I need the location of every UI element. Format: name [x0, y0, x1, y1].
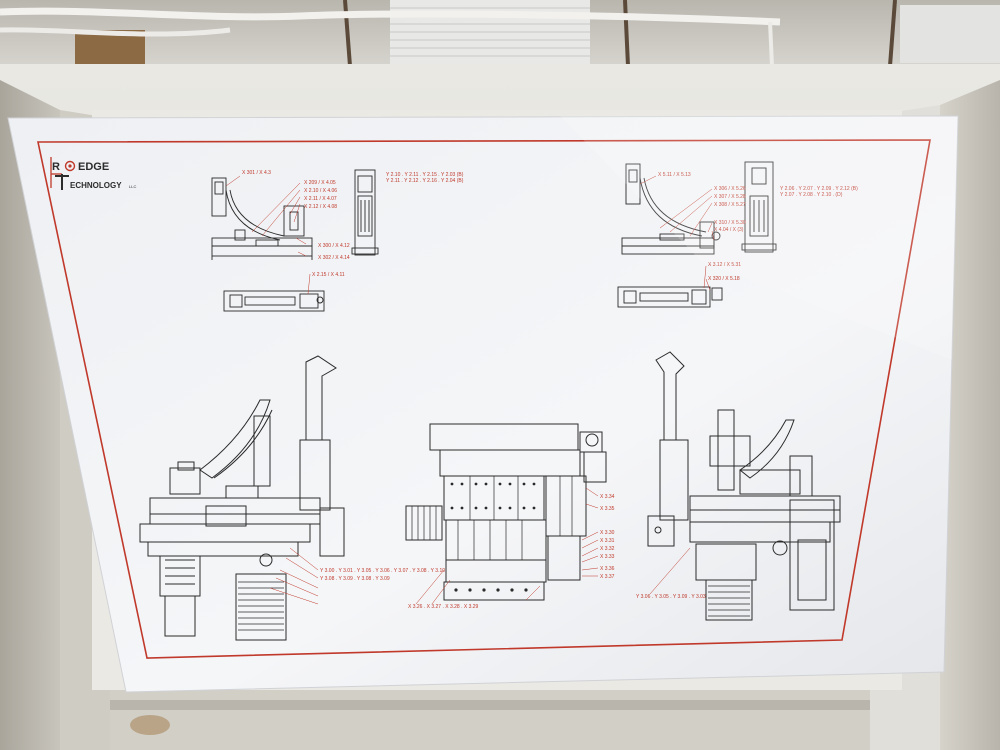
drawing-bottom-left-machine — [139, 355, 345, 641]
callout-label: X 308 / X 5.27 — [714, 202, 746, 208]
callout-label: X 5.11 / X 5.13 — [658, 172, 691, 178]
rust-stain — [130, 715, 170, 735]
callout-label: X 3.26 . X 3.27 . X 3.28 . X 3.29 — [408, 604, 479, 610]
callout-label: X 3.31 — [600, 538, 615, 544]
drawing-top-left-plan — [223, 290, 325, 312]
callout-label: Y 2.10 . Y 2.11 . Y 2.15 . Y 2.03 (B) — [386, 172, 464, 178]
callout-label: Y 3.06 . Y 3.05 . Y 3.09 . Y 3.03 — [636, 594, 706, 600]
callout-label: X 310 / X 5.30 — [714, 220, 746, 226]
brand-suffix-llc: LLC — [129, 184, 136, 189]
callout-label: X 3.35 — [600, 506, 615, 512]
callout-label: X 2.12 / X 4.08 — [304, 204, 337, 210]
conduit-drop — [768, 21, 774, 67]
callout-label: X 307 / X 5.28 — [714, 194, 746, 200]
callout-label: Y 3.08 . Y 3.09 . Y 3.08 . Y 3.09 — [320, 576, 390, 582]
callout-label: X 2.11 / X 4.07 — [304, 196, 337, 202]
drawing-top-right-side — [621, 163, 721, 255]
leader-lines-top-left — [225, 175, 311, 295]
drawing-top-right-end — [741, 161, 777, 253]
callout-label: Y 2.06 . Y 2.07 . Y 2.09 . Y 2.12 (B) — [780, 186, 858, 192]
callout-label: X 3.12 / X 5.31 — [708, 262, 741, 268]
callout-label: X 3.37 — [600, 574, 615, 580]
callout-label: X 3.34 — [600, 494, 615, 500]
conduit-pipe-2 — [0, 27, 231, 37]
bolt-pattern — [450, 482, 536, 592]
steel-beams — [343, 0, 897, 67]
leader-lines-bottom-left — [269, 547, 319, 605]
poster-board — [7, 115, 959, 693]
cabinet-floor — [110, 690, 870, 750]
gear-icon — [64, 160, 76, 172]
callout-label: Y 2.07 . Y 2.08 . Y 2.10 . (D) — [780, 192, 843, 198]
floor-edge — [110, 700, 870, 710]
window-right — [900, 5, 1000, 63]
callout-label: X 3.30 — [600, 530, 615, 536]
callout-label: X 300 / X 4.12 — [318, 243, 350, 249]
callout-label: X 3.36 — [600, 566, 615, 572]
callout-label: X 2.15 / X 4.11 — [312, 272, 345, 278]
callout-label: X 301 / X 4.3 — [242, 170, 271, 176]
callout-label: X 209 / X 4.05 — [304, 180, 336, 186]
drawing-bottom-right-machine — [647, 351, 841, 621]
brand-word-edge: EDGE — [78, 161, 109, 173]
callout-label: Y 3.00 . Y 3.01 . Y 3.05 . Y 3.06 . Y 3.… — [320, 568, 445, 574]
conveyor-slats-left — [238, 581, 284, 631]
callout-label: X 306 / X 5.26 — [714, 186, 746, 192]
callout-label: Y 2.11 . Y 2.12 . Y 2.16 . Y 2.04 (B) — [386, 178, 464, 184]
leader-lines-bottom-center — [415, 487, 599, 605]
leader-lines-top-right — [639, 175, 715, 291]
center-machine-details — [411, 476, 573, 560]
callout-label: X 4.04 / X (3) — [714, 227, 744, 233]
brand-letter-r: R — [52, 161, 60, 173]
leader-lines-bottom-right — [649, 547, 691, 595]
callout-label: X 302 / X 4.14 — [318, 255, 350, 261]
callout-label: X 3.32 — [600, 546, 615, 552]
callout-label: X 2.10 / X 4.06 — [304, 188, 337, 194]
conveyor-slats-right — [708, 585, 750, 617]
conduit-pipe — [0, 7, 781, 26]
drawing-top-right-plan — [617, 286, 723, 308]
callout-label: X 320 / X 5.18 — [708, 276, 740, 282]
callout-label: X 3.33 — [600, 554, 615, 560]
brand-word-technology: ECHNOLOGY — [70, 181, 122, 190]
drawing-top-left-end — [351, 169, 379, 256]
vent-slats — [390, 7, 590, 57]
gear-center — [68, 164, 72, 168]
poster-red-border — [37, 139, 931, 659]
brand-logo: R EDGE ECHNOLOGY LLC — [50, 157, 136, 190]
drawing-top-left-side — [211, 177, 313, 260]
light-glare — [560, 116, 958, 360]
